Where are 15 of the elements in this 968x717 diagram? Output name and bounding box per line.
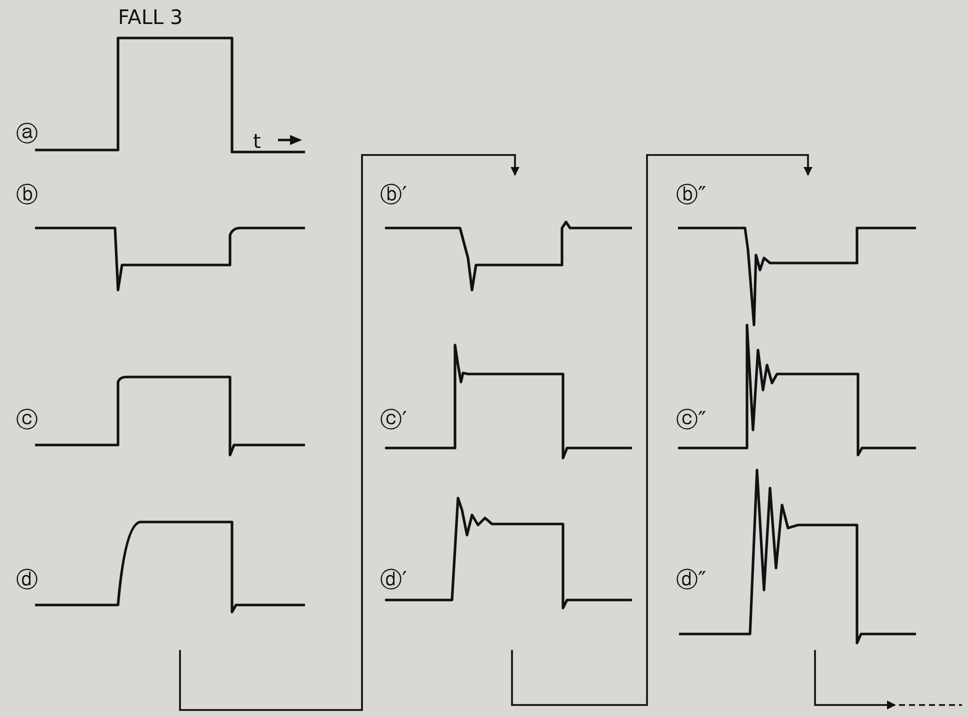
flow-arrow	[814, 650, 896, 710]
waveform-label: ⓑ″	[676, 183, 706, 209]
waveform-label: ⓒ	[16, 408, 38, 434]
flow-arrow	[179, 154, 520, 711]
waveform-label: ⓒ′	[380, 408, 407, 434]
waveform-label: ⓓ″	[676, 568, 706, 594]
waveform-label: ⓓ′	[380, 568, 407, 594]
waveform-label: ⓒ″	[676, 408, 706, 434]
waveform-label: ⓐ	[16, 122, 38, 148]
waveform-label: ⓓ	[16, 568, 38, 594]
figure-title: FALL 3	[118, 4, 183, 30]
waveform-label: ⓑ	[16, 183, 38, 209]
axis-label: t	[253, 128, 261, 154]
waveform-label: ⓑ′	[380, 183, 407, 209]
flow-arrow	[511, 154, 812, 706]
